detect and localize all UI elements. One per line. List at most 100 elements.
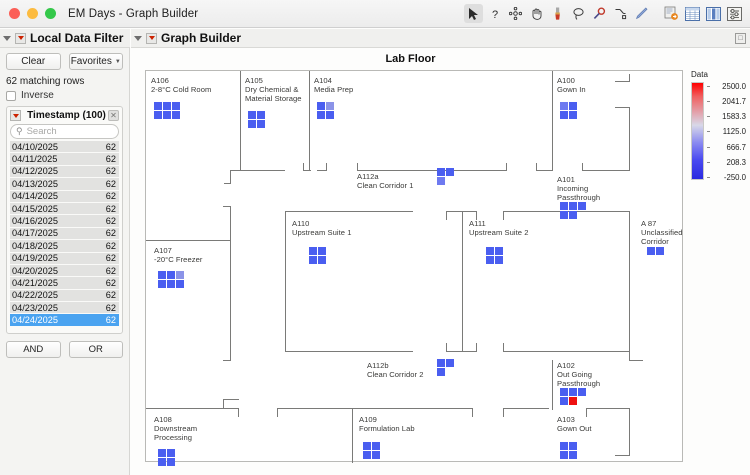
local-data-filter-header[interactable]: Local Data Filter <box>0 29 130 48</box>
heatmap-cell[interactable] <box>158 449 166 457</box>
heatmap-cells-a106[interactable] <box>154 102 180 119</box>
data-table-icon[interactable] <box>683 4 702 23</box>
heatmap-cells-a102[interactable] <box>560 388 586 405</box>
heatmap-cell[interactable] <box>437 359 445 367</box>
heatmap-cell[interactable] <box>363 451 371 459</box>
clear-button[interactable]: Clear <box>6 53 61 70</box>
or-button[interactable]: OR <box>68 341 123 358</box>
heatmap-cell[interactable] <box>656 247 664 255</box>
heatmap-cell[interactable] <box>318 247 326 255</box>
heatmap-cell[interactable] <box>569 102 577 110</box>
heatmap-cell[interactable] <box>495 247 503 255</box>
heatmap-cell[interactable] <box>317 102 325 110</box>
heatmap-cell[interactable] <box>248 111 256 119</box>
heatmap-cell[interactable] <box>326 102 334 110</box>
heatmap-cell[interactable] <box>154 111 162 119</box>
heatmap-cell[interactable] <box>257 111 265 119</box>
heatmap-cell[interactable] <box>172 102 180 110</box>
heatmap-cells-a87[interactable] <box>647 247 664 255</box>
heatmap-cells-a110[interactable] <box>309 247 326 264</box>
disclosure-triangle-icon[interactable] <box>134 35 142 41</box>
heatmap-cell[interactable] <box>560 202 568 210</box>
heatmap-cell[interactable] <box>167 271 175 279</box>
inverse-checkbox-row[interactable]: Inverse <box>6 90 123 101</box>
lasso-icon[interactable] <box>569 4 588 23</box>
brush-icon[interactable] <box>548 4 567 23</box>
graph-builder-header[interactable]: Graph Builder □ <box>131 29 750 48</box>
heatmap-cell[interactable] <box>446 168 454 176</box>
heatmap-cell[interactable] <box>248 120 256 128</box>
disclosure-triangle-icon[interactable] <box>3 35 11 41</box>
script-window-icon[interactable] <box>662 4 681 23</box>
red-triangle-menu-icon[interactable] <box>10 110 21 121</box>
heatmap-cell[interactable] <box>578 202 586 210</box>
heatmap-cell[interactable] <box>176 280 184 288</box>
close-icon[interactable]: ✕ <box>108 110 119 121</box>
heatmap-cell[interactable] <box>154 102 162 110</box>
red-triangle-menu-icon[interactable] <box>15 32 26 44</box>
heatmap-cells-a112a[interactable] <box>437 168 454 185</box>
heatmap-cell[interactable] <box>569 202 577 210</box>
heatmap-cell[interactable] <box>372 451 380 459</box>
heatmap-cells-a104[interactable] <box>317 102 334 119</box>
settings-report-icon[interactable] <box>725 4 744 23</box>
heatmap-cell[interactable] <box>569 442 577 450</box>
inverse-checkbox[interactable] <box>6 90 16 101</box>
zoom-window-button[interactable] <box>45 8 56 19</box>
resize-corner-icon[interactable]: □ <box>735 32 746 44</box>
heatmap-cell[interactable] <box>446 359 454 367</box>
heatmap-cell[interactable] <box>163 111 171 119</box>
heatmap-cell[interactable] <box>158 271 166 279</box>
heatmap-cell[interactable] <box>158 280 166 288</box>
heatmap-cell[interactable] <box>158 458 166 466</box>
heatmap-cells-a101[interactable] <box>560 202 586 219</box>
annotate-icon[interactable] <box>611 4 630 23</box>
heatmap-cell[interactable] <box>437 177 445 185</box>
close-window-button[interactable] <box>9 8 20 19</box>
arrow-select-icon[interactable] <box>464 4 483 23</box>
heatmap-cell[interactable] <box>309 247 317 255</box>
hand-grabber-icon[interactable] <box>527 4 546 23</box>
question-help-icon[interactable]: ? <box>485 4 504 23</box>
heatmap-cell[interactable] <box>560 451 568 459</box>
heatmap-cells-a105[interactable] <box>248 111 265 128</box>
favorites-button[interactable]: Favorites ▼ <box>68 53 123 70</box>
heatmap-cells-a100[interactable] <box>560 102 577 119</box>
magnifier-icon[interactable] <box>590 4 609 23</box>
heatmap-cell[interactable] <box>647 247 655 255</box>
heatmap-cell[interactable] <box>326 111 334 119</box>
heatmap-cells-a109[interactable] <box>363 442 380 459</box>
heatmap-cell[interactable] <box>167 458 175 466</box>
heatmap-cells-a108[interactable] <box>158 449 175 466</box>
heatmap-cell[interactable] <box>318 256 326 264</box>
heatmap-cell[interactable] <box>560 397 568 405</box>
heatmap-cells-a103[interactable] <box>560 442 577 459</box>
crosshair-icon[interactable] <box>506 4 525 23</box>
heatmap-cell[interactable] <box>372 442 380 450</box>
pencil-icon[interactable] <box>632 4 651 23</box>
heatmap-cell[interactable] <box>495 256 503 264</box>
red-triangle-menu-icon[interactable] <box>146 32 157 44</box>
heatmap-cell[interactable] <box>317 111 325 119</box>
heatmap-cell[interactable] <box>560 102 568 110</box>
heatmap-cell[interactable] <box>560 388 568 396</box>
heatmap-cells-a107[interactable] <box>158 271 184 288</box>
heatmap-cell[interactable] <box>560 111 568 119</box>
heatmap-cell[interactable] <box>578 388 586 396</box>
heatmap-cells-a111[interactable] <box>486 247 503 264</box>
heatmap-cell[interactable] <box>437 368 445 376</box>
heatmap-cell[interactable] <box>163 102 171 110</box>
